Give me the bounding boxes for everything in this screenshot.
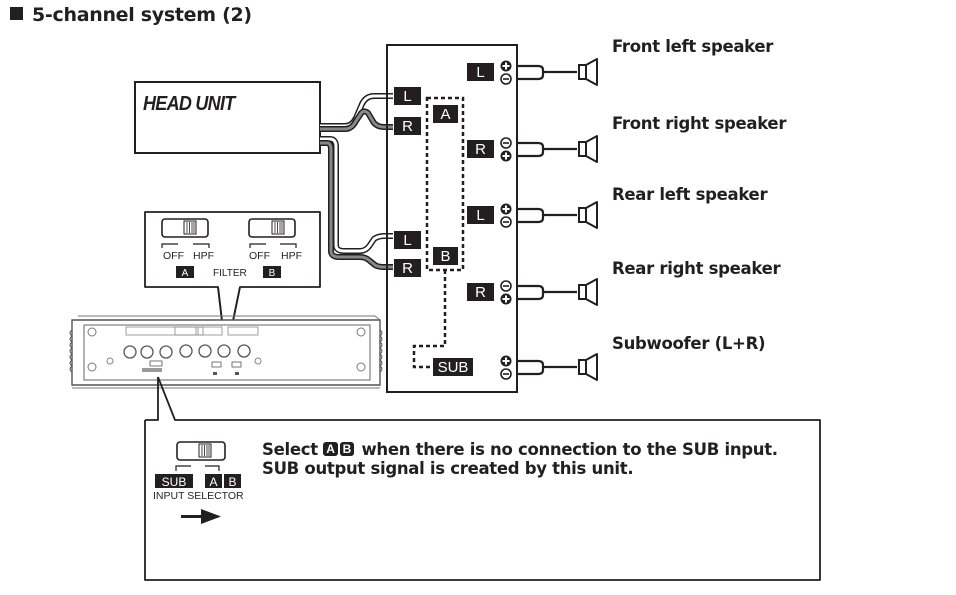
output-badge-front-left: L [467,63,494,81]
input-badge-l-b: L [394,231,421,249]
group-badge-a: A [433,105,458,123]
output-badge-rear-right: R [467,283,494,301]
rca-cable-a [320,93,393,132]
input-selector-switch[interactable] [175,441,226,471]
selector-a-badge: A [205,474,222,489]
speaker-icon [578,135,598,163]
output-terminal-subwoofer [500,353,598,381]
speaker-label-front-right: Front right speaker [612,114,787,133]
svg-text:A: A [182,268,189,279]
svg-text:R: R [402,260,413,277]
svg-text:B: B [228,475,236,489]
speaker-icon [578,201,598,229]
plus-terminal-icon [500,150,512,162]
speaker-wire [517,64,577,81]
svg-text:L: L [476,207,484,224]
arrow-right-icon [181,509,221,524]
plus-terminal-icon [500,293,512,305]
minus-terminal-icon [500,280,512,292]
head-unit-label: HEAD UNIT [143,93,235,115]
head-unit [134,81,321,154]
note-line-2: SUB output signal is created by this uni… [262,459,634,478]
svg-text:L: L [476,64,484,81]
note-badge-a: A [323,442,338,456]
filter-switch-a[interactable]: OFF HPF [161,218,214,262]
amplifier-front-panel [69,315,383,389]
minus-terminal-icon [500,368,512,380]
sub-signal-path [412,270,447,369]
svg-text:SUB: SUB [438,359,469,376]
output-badge-rear-left: L [467,206,494,224]
speaker-wire [517,207,577,224]
svg-text:R: R [402,118,413,135]
selector-sub-badge: SUB [155,474,193,489]
rca-cable-b [320,136,393,270]
input-selector-label: INPUT SELECTOR [153,490,244,502]
note-badge-b: B [339,442,354,456]
svg-text:OFF: OFF [163,250,184,262]
minus-terminal-icon [500,73,512,85]
minus-terminal-icon [500,137,512,149]
svg-text:HPF: HPF [193,250,214,262]
speaker-outputs [500,58,598,381]
output-terminal-front-right [500,135,598,163]
svg-text:SUB: SUB [162,475,187,489]
speaker-label-rear-right: Rear right speaker [612,259,781,278]
svg-text:A: A [440,106,450,123]
svg-text:L: L [403,88,411,105]
filter-label: FILTER [213,268,247,279]
svg-text:A: A [209,475,217,489]
sub-badge: SUB [433,358,473,376]
speaker-label-subwoofer: Subwoofer (L+R) [612,334,766,353]
speaker-label-rear-left: Rear left speaker [612,185,768,204]
output-terminal-rear-right [500,278,598,306]
input-badge-r-a: R [394,117,421,135]
input-badge-l-a: L [394,87,421,105]
output-terminal-rear-left [500,201,598,229]
speaker-label-front-left: Front left speaker [612,37,774,56]
svg-text:R: R [475,284,486,301]
input-group-box [425,96,465,272]
svg-text:B: B [440,248,450,265]
speaker-wire [517,284,577,301]
filter-switch-b[interactable]: OFF HPF [248,218,302,262]
input-badge-r-b: R [394,259,421,277]
speaker-icon [578,278,598,306]
amplifier-terminal-panel [386,44,518,393]
svg-text:OFF: OFF [249,250,270,262]
selector-b-badge: B [224,474,241,489]
plus-terminal-icon [500,60,512,72]
speaker-icon [578,58,598,86]
speaker-wire [517,359,577,376]
bullet-square-icon [10,7,23,20]
svg-text:HPF: HPF [281,250,302,262]
minus-terminal-icon [500,216,512,228]
plus-terminal-icon [500,203,512,215]
input-selector-callout [144,376,821,581]
group-badge-b: B [433,247,458,265]
svg-text:L: L [403,232,411,249]
plus-terminal-icon [500,355,512,367]
filter-group-badge-a: A [176,266,194,279]
speaker-icon [578,353,598,381]
speaker-wire [517,141,577,158]
filter-group-badge-b: B [263,266,281,279]
output-badge-front-right: R [467,140,494,158]
output-terminal-front-left [500,58,598,86]
svg-text:B: B [269,268,276,279]
page-title: 5-channel system (2) [10,4,252,26]
svg-text:R: R [475,141,486,158]
